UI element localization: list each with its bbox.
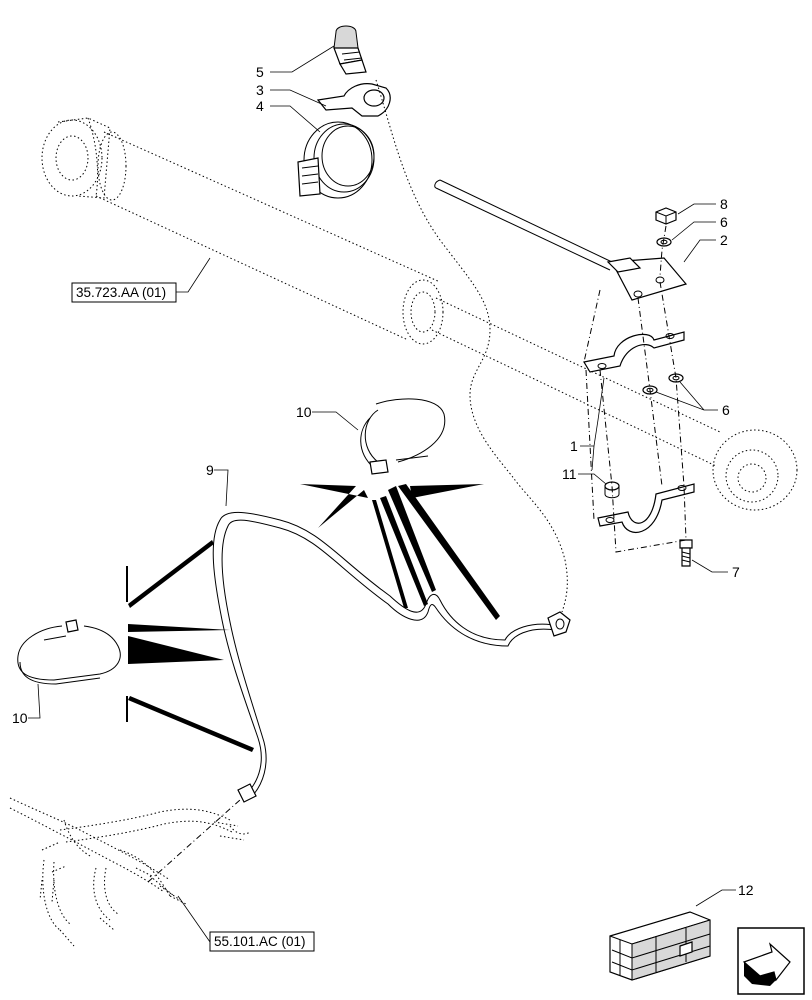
- reference-cylinder[interactable]: 35.723.AA (01): [71, 282, 177, 303]
- bolt: [679, 539, 693, 567]
- sensor-rod: [434, 179, 613, 271]
- nut: [655, 207, 677, 225]
- reference-cylinder-label: 35.723.AA (01): [76, 285, 166, 300]
- main-harness: [9, 797, 251, 947]
- reference-harness-label: 55.101.AC (01): [214, 934, 306, 949]
- washer-pair: [642, 373, 684, 395]
- callout-11: 11: [562, 466, 577, 482]
- switch-bracket: [316, 83, 391, 117]
- kit-crate: [609, 911, 711, 981]
- callout-8: 8: [720, 196, 728, 212]
- callout-3: 3: [256, 82, 264, 98]
- callout-7: 7: [732, 564, 740, 580]
- washer-top: [656, 237, 672, 247]
- callout-4: 4: [256, 98, 264, 114]
- clamp-lower: [597, 483, 695, 533]
- cable-tie-lower: [17, 619, 121, 685]
- leader-lines: [28, 45, 736, 943]
- mounting-plate: [606, 257, 688, 301]
- callout-9: 9: [206, 462, 214, 478]
- callout-10-upper: 10: [296, 404, 312, 420]
- callout-12: 12: [738, 882, 754, 898]
- callout-5: 5: [256, 64, 264, 80]
- cable-tie-upper: [360, 398, 446, 475]
- callout-1: 1: [570, 438, 578, 454]
- reference-harness[interactable]: 55.101.AC (01): [209, 931, 315, 952]
- navigation-arrow-icon[interactable]: [737, 927, 805, 995]
- hydraulic-cylinder: [41, 117, 798, 511]
- band-clamp: [297, 121, 375, 199]
- callout-10-lower: 10: [12, 710, 28, 726]
- callout-6-top: 6: [720, 214, 728, 230]
- assembly-lines: [583, 225, 687, 553]
- callout-6-pair: 6: [722, 402, 730, 418]
- wiring-harness: [212, 511, 571, 803]
- callout-2: 2: [720, 232, 728, 248]
- clamp-upper: [583, 331, 685, 373]
- proximity-switch: [333, 25, 367, 75]
- instruction-rays: [126, 484, 500, 752]
